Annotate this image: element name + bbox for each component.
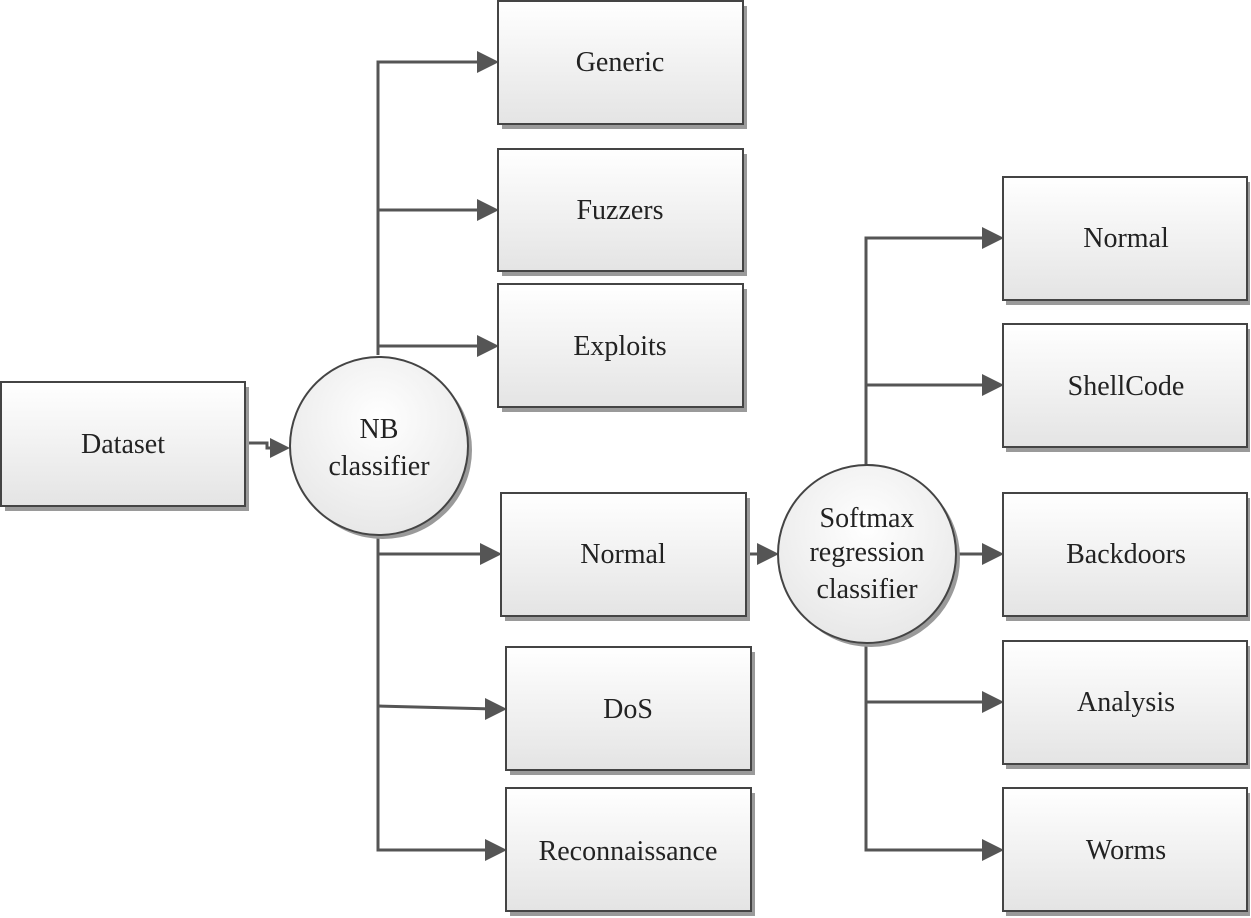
softmax-classifier-line-1: Softmax bbox=[820, 503, 915, 534]
nb-output-label: Generic bbox=[576, 47, 665, 78]
arrowheads bbox=[270, 51, 1004, 861]
softmax-output-label: ShellCode bbox=[1068, 371, 1185, 402]
nb-output-label: Exploits bbox=[573, 331, 666, 362]
dataset-label: Dataset bbox=[81, 429, 165, 460]
softmax-output-normal: Normal bbox=[1002, 176, 1250, 305]
softmax-output-worms: Worms bbox=[1002, 787, 1250, 916]
nb-output-label: Fuzzers bbox=[576, 195, 663, 226]
nb-classifier-node: NB classifier bbox=[289, 356, 472, 539]
nb-output-generic: Generic bbox=[497, 0, 747, 129]
nb-output-label: Reconnaissance bbox=[539, 836, 718, 867]
softmax-output-label: Backdoors bbox=[1066, 539, 1186, 570]
nb-classifier-line-1: NB bbox=[360, 414, 399, 445]
softmax-classifier-line-3: classifier bbox=[816, 574, 918, 605]
softmax-classifier-node: Softmax regression classifier bbox=[777, 464, 960, 647]
softmax-output-analysis: Analysis bbox=[1002, 640, 1250, 769]
connectors-softmax-outputs bbox=[864, 236, 991, 852]
softmax-output-shellcode: ShellCode bbox=[1002, 323, 1250, 452]
nb-output-label: Normal bbox=[580, 539, 666, 570]
softmax-output-label: Analysis bbox=[1077, 687, 1175, 718]
nb-output-exploits: Exploits bbox=[497, 283, 747, 412]
nb-output-normal: Normal bbox=[500, 492, 750, 621]
nb-output-label: DoS bbox=[603, 694, 653, 725]
softmax-output-label: Normal bbox=[1083, 223, 1169, 254]
nb-output-fuzzers: Fuzzers bbox=[497, 148, 747, 276]
softmax-output-label: Worms bbox=[1086, 835, 1166, 866]
softmax-output-backdoors: Backdoors bbox=[1002, 492, 1250, 621]
connectors-nb-outputs bbox=[376, 60, 495, 852]
softmax-classifier-line-2: regression bbox=[809, 537, 924, 568]
dataset-box: Dataset bbox=[0, 381, 249, 511]
nb-output-reconnaissance: Reconnaissance bbox=[505, 787, 755, 916]
nb-output-dos: DoS bbox=[505, 646, 755, 775]
nb-classifier-line-2: classifier bbox=[328, 451, 430, 482]
